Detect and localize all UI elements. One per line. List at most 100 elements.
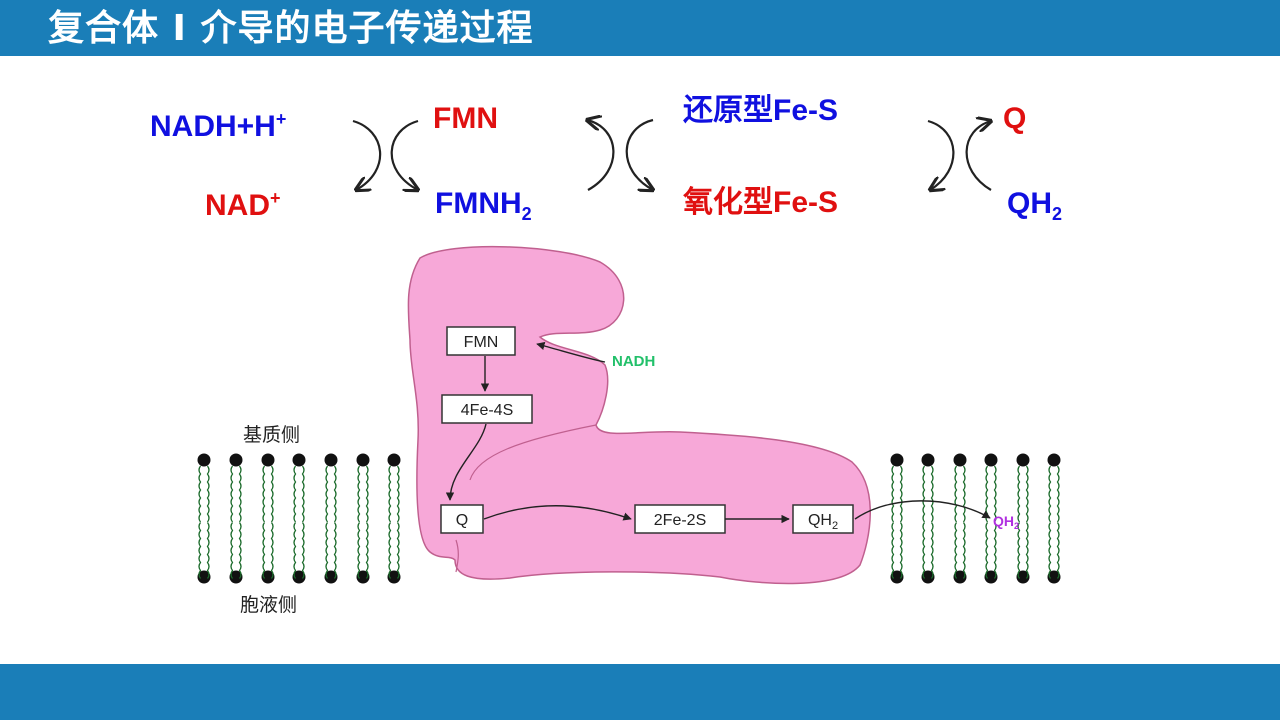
- nadh-diagram-label: NADH: [612, 353, 655, 370]
- lipid-tail: [396, 522, 400, 579]
- page-title: 复合体 I 介导的电子传递过程: [48, 8, 534, 49]
- lipid-head: [1016, 570, 1030, 584]
- lipid-tail: [993, 522, 997, 579]
- lipid-head: [324, 570, 338, 584]
- qh2-box-label: QH2: [808, 512, 838, 532]
- lipid-tail: [388, 522, 392, 579]
- lipid-tail: [899, 522, 903, 579]
- lipid-tail: [891, 522, 895, 579]
- lipid-tail: [930, 522, 934, 579]
- lipid-tail: [1017, 465, 1021, 523]
- fe2s2-box: [634, 504, 726, 534]
- lipid-tail: [1056, 465, 1060, 523]
- fes-reduced-label: 还原型Fe-S: [683, 94, 839, 127]
- cross-arrow-2b: [625, 118, 653, 190]
- lipid-head: [324, 453, 338, 467]
- nadh-arrow: [536, 341, 606, 363]
- lipid-head: [292, 453, 306, 467]
- lipid-head: [890, 570, 904, 584]
- lipid-head: [921, 570, 935, 584]
- cross-arrow-1a: [353, 119, 382, 190]
- complex-i-protein: [407, 245, 871, 585]
- reaction-arrows: [353, 120, 991, 190]
- lipid-tail: [954, 522, 958, 579]
- lipid-tail: [365, 522, 369, 579]
- lipid-head: [953, 570, 967, 584]
- protein-fold-line: [455, 424, 597, 573]
- lipid-tail: [922, 465, 926, 523]
- lipid-tail: [230, 522, 234, 579]
- nad-label: NAD+: [205, 188, 281, 222]
- fe2s2-box-label: 2Fe-2S: [654, 512, 706, 529]
- nadh-label: NADH+H+: [150, 109, 287, 143]
- lipid-head: [1047, 453, 1061, 467]
- qh2-out-arrow: [854, 500, 991, 520]
- lipid-tail: [301, 465, 305, 523]
- fmn-label: FMN: [433, 102, 498, 135]
- cross-arrow-3b: [965, 121, 991, 191]
- cross-arrow-2a: [587, 120, 615, 191]
- lipid-tail: [301, 522, 305, 579]
- lipid-head: [356, 570, 370, 584]
- lipid-tail: [270, 465, 274, 523]
- lipid-head: [984, 570, 998, 584]
- lipid-tail: [325, 465, 329, 523]
- cross-arrow-1b: [390, 119, 418, 190]
- lipid-tail: [930, 465, 934, 523]
- membrane-right: [890, 453, 1061, 584]
- lipid-head: [890, 453, 904, 467]
- lipid-head: [261, 570, 275, 584]
- lipid-tail: [198, 465, 202, 523]
- qh2-out-label: QH2: [993, 513, 1019, 531]
- q-to-fe2s2-arrow: [483, 505, 632, 521]
- lipid-tail: [198, 522, 202, 579]
- lipid-tail: [954, 465, 958, 523]
- cross-arrow-3a: [928, 119, 955, 190]
- lipid-tail: [206, 522, 210, 579]
- lipid-tail: [922, 522, 926, 579]
- fmn-box: [446, 326, 516, 356]
- matrix-side-label: 基质侧: [243, 424, 300, 446]
- lipid-tail: [357, 522, 361, 579]
- lipid-tail: [333, 465, 337, 523]
- footer-bar: [0, 664, 1280, 720]
- lipid-tail: [396, 465, 400, 523]
- lipid-tail: [985, 522, 989, 579]
- lipid-tail: [891, 465, 895, 523]
- q-label: Q: [1003, 102, 1027, 135]
- lipid-tail: [985, 465, 989, 523]
- lipid-tail: [238, 522, 242, 579]
- lipid-tail: [1048, 522, 1052, 579]
- lipid-tail: [1017, 522, 1021, 579]
- lipid-tail: [293, 522, 297, 579]
- lipid-tail: [899, 465, 903, 523]
- q-box-label: Q: [456, 512, 468, 529]
- qh2-box: [792, 504, 854, 534]
- lipid-tail: [230, 465, 234, 523]
- lipid-tail: [333, 522, 337, 579]
- lipid-tail: [1025, 522, 1029, 579]
- lipid-tail: [325, 522, 329, 579]
- fe4s4-box: [441, 394, 533, 424]
- lipid-tail: [238, 465, 242, 523]
- lipid-tail: [1048, 465, 1052, 523]
- lipid-head: [229, 570, 243, 584]
- lipid-head: [387, 570, 401, 584]
- lipid-tail: [293, 465, 297, 523]
- fmnh2-label: FMNH2: [435, 187, 532, 224]
- fe4s4-box-label: 4Fe-4S: [461, 402, 513, 419]
- fe4s4-to-q-arrow: [445, 423, 487, 501]
- fmn-box-label: FMN: [464, 334, 499, 351]
- lipid-head: [356, 453, 370, 467]
- lipid-tail: [1056, 522, 1060, 579]
- header-bar: [0, 0, 1280, 56]
- lipid-tail: [262, 522, 266, 579]
- lipid-head: [197, 453, 211, 467]
- lipid-head: [953, 453, 967, 467]
- q-box: [440, 504, 484, 534]
- lipid-tail: [206, 465, 210, 523]
- lipid-tail: [962, 465, 966, 523]
- lipid-head: [229, 453, 243, 467]
- lipid-tail: [962, 522, 966, 579]
